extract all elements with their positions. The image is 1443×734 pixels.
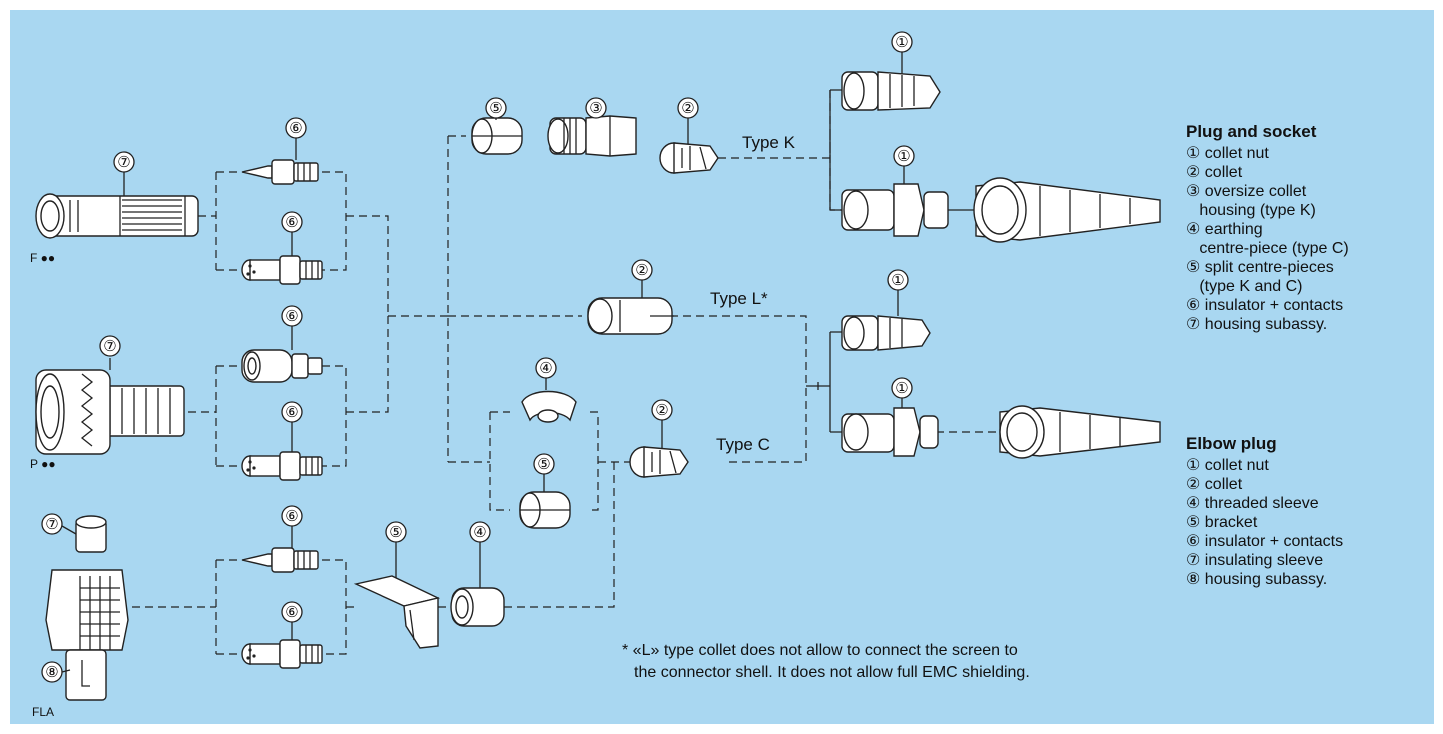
earthing-centre-piece	[522, 392, 576, 423]
assembly-diagram: .part { fill:#ffffff; stroke:#222; strok…	[10, 10, 1434, 724]
housing-fla-label: FLA	[32, 705, 54, 719]
callout-1-socket: ①	[897, 148, 910, 165]
callout-6-b: ⑥	[285, 214, 298, 231]
legend-elbow-title: Elbow plug	[1186, 434, 1343, 454]
callout-1-elbow: ①	[895, 380, 908, 397]
oversize-collet-housing	[548, 116, 636, 156]
callout-1-top: ①	[895, 34, 908, 51]
housing-f-label: F ●●	[30, 251, 55, 265]
callout-7-f-label: ⑦	[117, 154, 130, 171]
callout-6-e: ⑥	[285, 508, 298, 525]
callout-1-lower: ①	[891, 272, 904, 289]
callout-4-c: ④	[539, 360, 552, 377]
collet-nut-upper-socket	[842, 184, 948, 236]
callout-7-p: ⑦	[103, 338, 116, 355]
collet-l	[588, 298, 674, 334]
callout-2-k: ②	[681, 100, 694, 117]
legend-plug-item: ② collet	[1186, 163, 1349, 182]
type-k-label: Type K	[742, 133, 796, 152]
callout-2-l: ②	[635, 262, 648, 279]
footnote-line-2: the connector shell. It does not allow f…	[622, 662, 1030, 684]
insulator-p-socket	[242, 452, 322, 480]
callout-2-c: ②	[655, 402, 668, 419]
callout-6-c: ⑥	[285, 308, 298, 325]
callout-3: ③	[589, 100, 602, 117]
collet-c	[630, 447, 688, 477]
legend-plug-item: ⑤ split centre-pieces	[1186, 258, 1349, 277]
callout-8-fla: ⑧	[45, 664, 58, 681]
legend-elbow-plug: Elbow plug ① collet nut ② collet ④ threa…	[1186, 434, 1343, 589]
legend-plug-item: ⑦ housing subassy.	[1186, 315, 1349, 334]
legend-elbow-item: ① collet nut	[1186, 456, 1343, 475]
insulator-fla-pin	[242, 548, 318, 572]
bracket	[356, 576, 438, 648]
split-centre-piece-c	[520, 492, 570, 528]
legend-plug-title: Plug and socket	[1186, 122, 1349, 142]
legend-plug-item: ⑥ insulator + contacts	[1186, 296, 1349, 315]
insulator-p-tube	[242, 350, 322, 382]
type-c-label: Type C	[716, 435, 770, 454]
insulator-fla-socket	[242, 640, 322, 668]
legend-elbow-item: ④ threaded sleeve	[1186, 494, 1343, 513]
callout-7-fla: ⑦	[45, 516, 58, 533]
housing-p	[36, 370, 184, 454]
legend-elbow-item: ② collet	[1186, 475, 1343, 494]
legend-elbow-item: ⑧ housing subassy.	[1186, 570, 1343, 589]
callout-5-c: ⑤	[537, 456, 550, 473]
cable-boot-upper	[974, 178, 1160, 242]
legend-plug-item: housing (type K)	[1186, 201, 1349, 220]
legend-elbow-item: ⑤ bracket	[1186, 513, 1343, 532]
housing-f	[36, 194, 198, 238]
legend-plug-item: (type K and C)	[1186, 277, 1349, 296]
insulator-f-pin	[242, 160, 318, 184]
collet-k	[660, 143, 718, 173]
collet-nut-top	[842, 72, 940, 110]
footnote: * «L» type collet does not allow to conn…	[622, 640, 1030, 684]
callout-6-f: ⑥	[285, 604, 298, 621]
callout-6-d: ⑥	[285, 404, 298, 421]
threaded-sleeve	[451, 588, 504, 626]
collet-nut-elbow	[842, 408, 938, 456]
legend-elbow-item: ⑥ insulator + contacts	[1186, 532, 1343, 551]
collet-nut-lower	[842, 316, 930, 350]
footnote-line-1: * «L» type collet does not allow to conn…	[622, 640, 1030, 662]
diagram-canvas: .part { fill:#ffffff; stroke:#222; strok…	[10, 10, 1434, 724]
type-l-label: Type L*	[710, 289, 768, 308]
housing-p-label: P ●●	[30, 457, 56, 471]
callout-5-bracket: ⑤	[389, 524, 402, 541]
legend-plug-item: ④ earthing	[1186, 220, 1349, 239]
legend-plug-socket: Plug and socket ① collet nut ② collet ③ …	[1186, 122, 1349, 334]
callout-5-k: ⑤	[489, 100, 502, 117]
split-centre-piece-k	[472, 118, 522, 154]
cable-boot-lower	[1000, 406, 1160, 458]
insulator-f-socket	[242, 256, 322, 284]
legend-plug-item: ① collet nut	[1186, 144, 1349, 163]
callout-6-a: ⑥	[289, 120, 302, 137]
legend-plug-item: ③ oversize collet	[1186, 182, 1349, 201]
legend-plug-item: centre-piece (type C)	[1186, 239, 1349, 258]
callout-4-sleeve: ④	[473, 524, 486, 541]
legend-elbow-item: ⑦ insulating sleeve	[1186, 551, 1343, 570]
